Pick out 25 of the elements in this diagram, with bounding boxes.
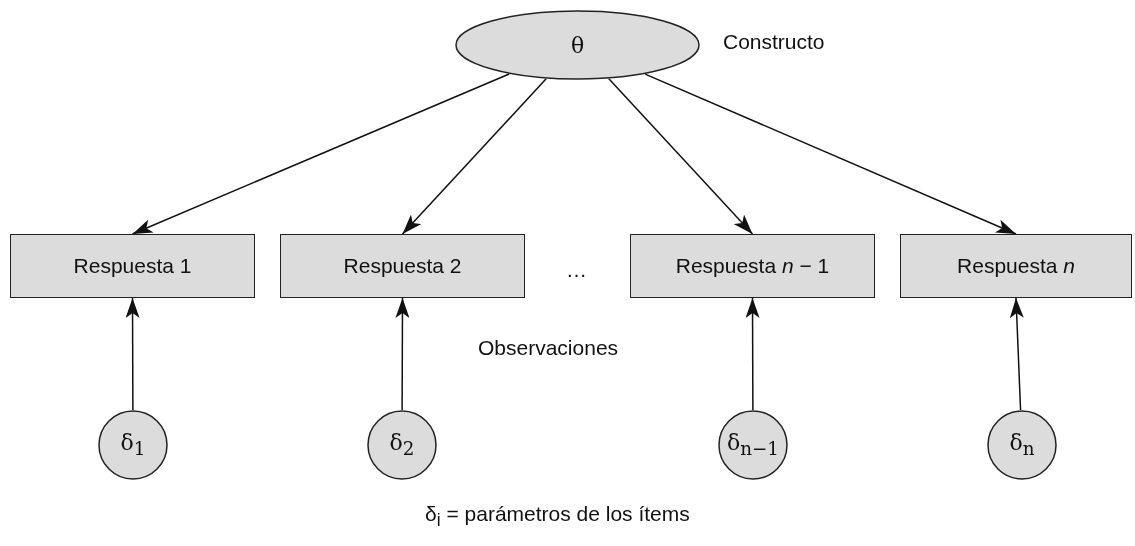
ellipsis-label: … bbox=[566, 258, 587, 282]
arrow bbox=[401, 78, 547, 235]
node-label: δ$_{2}$ bbox=[389, 430, 415, 460]
arrow bbox=[644, 73, 1017, 235]
arrow bbox=[125, 297, 140, 411]
arrow bbox=[745, 297, 760, 411]
node-label: θ bbox=[570, 32, 585, 58]
arrow bbox=[131, 73, 510, 235]
response-box bbox=[630, 234, 875, 298]
node-label: δ$_{n}$ bbox=[1009, 430, 1035, 460]
node-label: Respuesta n bbox=[957, 254, 1075, 278]
caption: δ$_{i}$ = parámetros de los ítems bbox=[425, 502, 690, 532]
response-box bbox=[10, 234, 255, 298]
node-label: Respuesta 1 bbox=[73, 254, 192, 278]
node-caption: Constructo bbox=[723, 30, 825, 54]
arrow bbox=[1009, 297, 1024, 411]
node-label: δ$_{n−1}$ bbox=[726, 430, 780, 460]
response-box bbox=[280, 234, 525, 298]
node-label: δ$_{1}$ bbox=[120, 430, 146, 460]
node-label: Respuesta n − 1 bbox=[675, 254, 830, 278]
arrow bbox=[608, 78, 754, 235]
node-label: Respuesta 2 bbox=[343, 254, 462, 278]
response-box bbox=[900, 234, 1132, 298]
arrow bbox=[395, 297, 410, 411]
observations-label: Observaciones bbox=[478, 336, 619, 360]
